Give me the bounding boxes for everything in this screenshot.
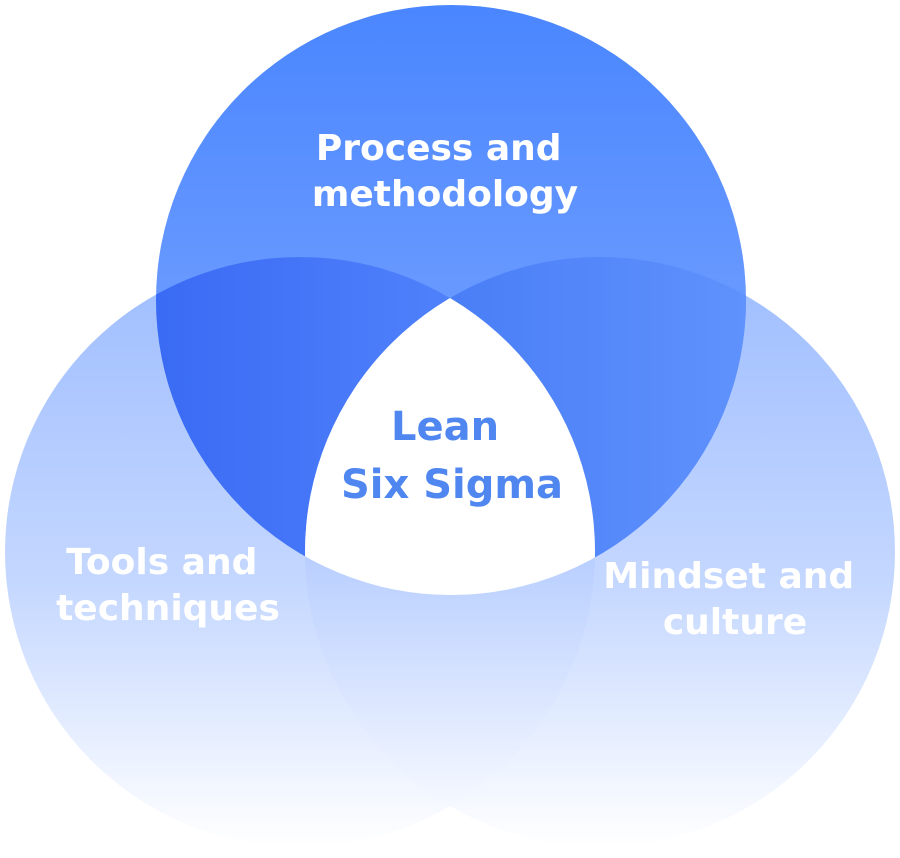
right-circle-label: Mindset and culture <box>603 556 866 643</box>
left-circle-label: Tools and techniques <box>56 542 280 629</box>
venn-center-region <box>305 257 595 595</box>
center-label: Lean Six Sigma <box>341 404 563 508</box>
top-circle-label: Process and methodology <box>312 128 578 215</box>
